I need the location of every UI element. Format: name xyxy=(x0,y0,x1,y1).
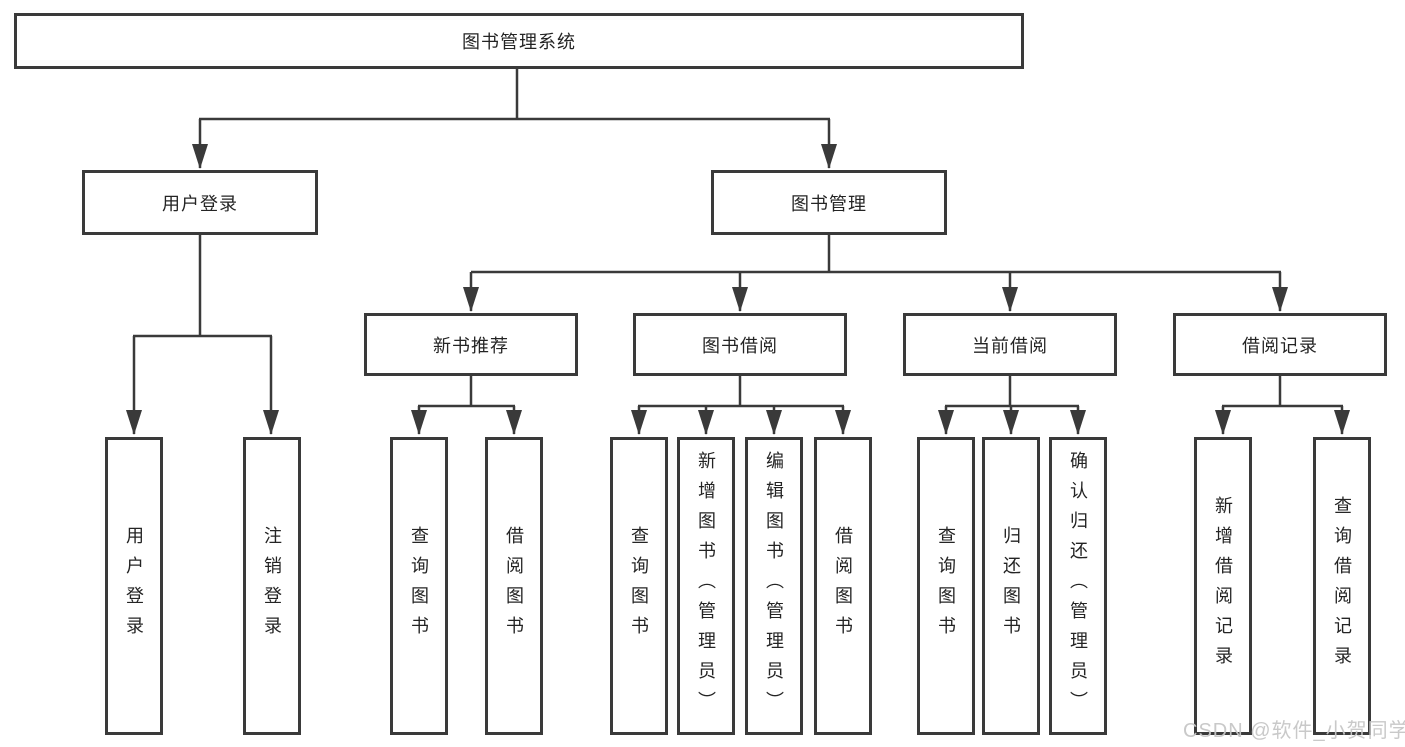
connector-login-trunk xyxy=(133,234,272,338)
leaf-nb-query-books: 查询图书 xyxy=(390,437,448,735)
node-user-login: 用户登录 xyxy=(82,170,318,235)
leaf-bb-edit-book-admin: 编辑图书（管理员） xyxy=(745,437,803,735)
leaf-cb-confirm-return-admin: 确认归还（管理员） xyxy=(1049,437,1107,735)
leaf-cb-query-books: 查询图书 xyxy=(917,437,975,735)
leaf-nb-borrow-books: 借阅图书 xyxy=(485,437,543,735)
node-root: 图书管理系统 xyxy=(14,13,1024,69)
leaf-br-add-record: 新增借阅记录 xyxy=(1194,437,1252,735)
node-borrowing-records: 借阅记录 xyxy=(1173,313,1387,376)
leaf-bb-query-books: 查询图书 xyxy=(610,437,668,735)
connector-root-trunk xyxy=(199,69,830,121)
connector-current-trunk xyxy=(945,376,1079,408)
node-book-borrowing: 图书借阅 xyxy=(633,313,847,376)
node-new-book-recommendation: 新书推荐 xyxy=(364,313,578,376)
leaf-bb-add-book-admin: 新增图书（管理员） xyxy=(677,437,735,735)
leaf-br-query-record: 查询借阅记录 xyxy=(1313,437,1371,735)
node-current-borrowing: 当前借阅 xyxy=(903,313,1117,376)
leaf-cb-return-books: 归还图书 xyxy=(982,437,1040,735)
connector-newbook-trunk xyxy=(418,376,515,408)
leaf-bb-borrow-books: 借阅图书 xyxy=(814,437,872,735)
watermark: CSDN @软件_小贺同学 xyxy=(1183,720,1405,742)
leaf-user-login: 用户登录 xyxy=(105,437,163,735)
node-book-management: 图书管理 xyxy=(711,170,947,235)
connector-record-trunk xyxy=(1222,376,1343,408)
connector-management-trunk xyxy=(471,234,1281,274)
leaf-logout: 注销登录 xyxy=(243,437,301,735)
connector-borrowing-trunk xyxy=(638,376,844,408)
